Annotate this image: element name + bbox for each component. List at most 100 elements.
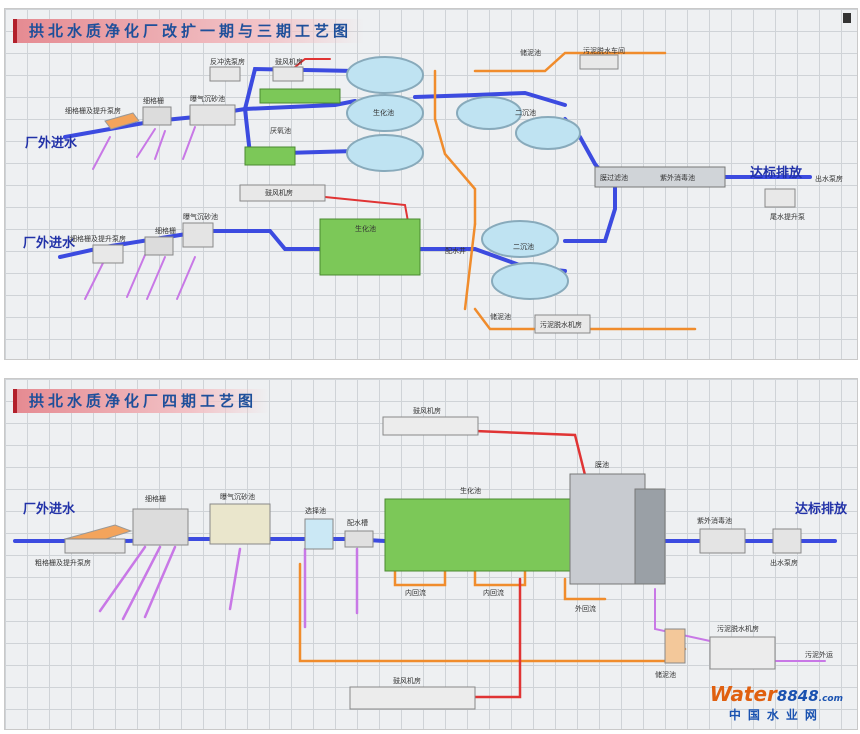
label-grit-a: 曝气沉砂池 — [190, 94, 225, 103]
watermark-logo: Water8848.com 中国水业网 — [710, 682, 843, 723]
bio-circle-3 — [346, 134, 424, 172]
label-screen: 细格栅 — [145, 494, 166, 503]
pump-house-base — [64, 538, 126, 554]
label-reuse-pump: 反冲洗泵房 — [210, 57, 245, 66]
bio-circle-2 — [346, 94, 424, 132]
outfall — [772, 528, 802, 554]
wm-brand: Water — [709, 682, 777, 706]
dewater — [709, 636, 776, 670]
screen-a — [142, 106, 172, 126]
bio-circle-1 — [346, 56, 424, 94]
label-dewater-a: 污泥脱水车间 — [583, 46, 625, 55]
anoxic-tank — [259, 88, 341, 104]
label-blower-b: 鼓风机房 — [265, 188, 293, 197]
label-selector: 选择池 — [305, 506, 326, 515]
label-pump: 粗格栅及提升泵房 — [35, 558, 91, 567]
wm-digits: 8848 — [776, 687, 819, 705]
pipe-bio-a1 — [243, 66, 357, 111]
top-building — [382, 416, 479, 436]
pipe-sludge-2 — [473, 51, 667, 73]
pipe-sludge-4 — [463, 222, 477, 311]
label-outflow: 达标排放 — [750, 165, 803, 181]
screen-b — [144, 236, 174, 256]
grit — [209, 503, 271, 545]
pipe-recirc-a — [393, 569, 447, 587]
label-uv-a: 紫外消毒池 — [660, 173, 695, 182]
uv — [699, 528, 746, 554]
wm-suffix: .com — [818, 694, 843, 704]
screen — [132, 508, 189, 546]
label-sludge: 储泥池 — [655, 670, 676, 679]
label-membrane: 膜池 — [595, 460, 609, 469]
pipe-air-bottom — [473, 577, 522, 699]
label-outflow: 达标排放 — [795, 501, 848, 517]
label-pump-a: 细格栅及提升泵房 — [65, 106, 121, 115]
label-secclar-b: 二沉池 — [513, 242, 534, 251]
diagram-title: 拱北水质净化厂四期工艺图 — [13, 389, 270, 413]
grit-a — [189, 104, 236, 126]
label-external: 外回流 — [575, 604, 596, 613]
label-uv: 紫外消毒池 — [697, 516, 732, 525]
pipe-recirc-b — [473, 569, 527, 587]
tail-pump — [764, 188, 796, 208]
label-pump-top: 鼓风机房 — [413, 406, 441, 415]
label-outfall: 出水泵房 — [815, 174, 843, 183]
label-inflow-a: 厂外进水 — [25, 135, 78, 151]
bio-tank — [384, 498, 571, 572]
sludge — [664, 628, 686, 664]
pipe-sludge-1 — [433, 69, 477, 226]
label-screen-b: 细格栅 — [155, 226, 176, 235]
reuse-pump — [209, 66, 241, 82]
label-inflow-b: 厂外进水 — [23, 235, 76, 251]
label-screen-a: 细格栅 — [143, 96, 164, 105]
blower-a — [272, 66, 304, 82]
label-anoxic: 厌氧池 — [270, 126, 291, 135]
label-inflow: 厂外进水 — [23, 501, 76, 517]
grit-b — [182, 222, 214, 248]
clar-circle-2 — [515, 116, 581, 150]
filter-uv — [594, 166, 726, 188]
label-filter: 膜过滤池 — [600, 173, 628, 182]
bottom-building — [349, 686, 476, 710]
label-outfall: 出水泵房 — [770, 558, 798, 567]
label-pump-b: 细格栅及提升泵房 — [70, 234, 126, 243]
wm-cn: 中国水业网 — [728, 708, 824, 722]
blower-b — [239, 184, 326, 202]
pump-house-b — [92, 244, 124, 264]
process-diagram-phase-1-3: 拱北水质净化厂改扩一期与三期工艺图 — [4, 8, 858, 360]
pipe-sludge-3 — [473, 307, 697, 331]
clar-b-2 — [491, 262, 569, 300]
pipe-dewater — [654, 588, 711, 642]
label-sludge-out: 污泥外运 — [805, 650, 833, 659]
phase-4-schematic: 厂外进水 达标排放 粗格栅及提升泵房 细格栅 曝气沉砂池 选择池 配水槽 生化池… — [13, 406, 848, 710]
label-dewater: 污泥脱水机房 — [717, 624, 759, 633]
pump-house-a — [104, 112, 140, 130]
membrane-side — [634, 488, 666, 585]
label-blower: 鼓风机房 — [393, 676, 421, 685]
phase-1-3-schematic: 厂外进水 厂外进水 达标排放 细格栅及提升泵房 细格栅 曝气沉砂池 反冲洗泵房 … — [23, 46, 843, 334]
label-recirc-a: 内回流 — [405, 588, 426, 597]
label-distribution: 配水井 — [445, 246, 466, 255]
label-sludge-thick: 储泥池 — [520, 48, 541, 57]
dist — [344, 530, 374, 548]
label-biotank-b: 生化池 — [355, 224, 376, 233]
label-sludge-b: 储泥池 — [490, 312, 511, 321]
label-blower-a: 鼓风机房 — [275, 57, 303, 66]
clar-b-1 — [481, 220, 559, 258]
pipe-ext — [563, 577, 607, 601]
clar-circle-1 — [456, 96, 522, 130]
label-dewater-b: 污泥脱水机房 — [540, 320, 582, 329]
label-tail-pump: 尾水提升泵 — [770, 212, 805, 221]
pipe-clar-b-filter — [563, 182, 617, 243]
label-biotank-a: 生化池 — [373, 108, 394, 117]
label-recirc-b: 内回流 — [483, 588, 504, 597]
anoxic-lower — [244, 146, 296, 166]
pipe-air-top — [473, 429, 587, 477]
membrane-hall — [569, 473, 646, 585]
label-secclar-a: 二沉池 — [515, 108, 536, 117]
label-grit-b: 曝气沉砂池 — [183, 212, 218, 221]
label-grit: 曝气沉砂池 — [220, 492, 255, 501]
label-dist: 配水槽 — [347, 518, 368, 527]
selector — [304, 518, 334, 550]
bio-tank-b — [319, 218, 421, 276]
